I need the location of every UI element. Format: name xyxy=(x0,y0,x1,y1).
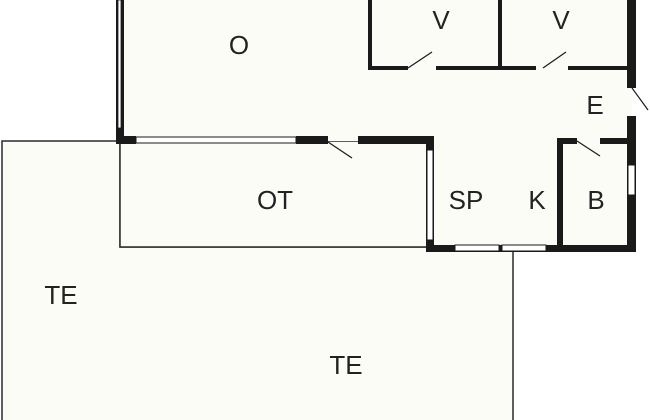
door-bathroom-icon xyxy=(576,140,601,157)
doors xyxy=(327,51,649,159)
wall-right-upper xyxy=(627,0,636,88)
wall-bathroom-top-left xyxy=(557,138,577,144)
door-bedroom-left-icon xyxy=(407,51,433,69)
room-label-covered-terrace: OT xyxy=(257,185,293,215)
wall-living-bottom-left xyxy=(116,136,136,144)
wall-living-bottom-east xyxy=(358,136,434,144)
wall-bathroom-left xyxy=(557,140,563,252)
wall-living-bottom-right xyxy=(296,136,328,144)
room-label-bathroom: B xyxy=(587,185,604,215)
room-label-dining: SP xyxy=(449,185,484,215)
window-dining-bottom-right xyxy=(501,244,547,252)
room-label-living: O xyxy=(229,30,249,60)
house-floor xyxy=(120,0,632,248)
wall-bedroom-divider xyxy=(498,0,502,70)
room-label-entrance: E xyxy=(586,90,603,120)
wall-bedroom-left xyxy=(368,0,372,70)
windows xyxy=(117,0,636,252)
door-terrace-icon xyxy=(327,141,353,159)
covered-terrace-area xyxy=(119,140,431,248)
window-bathroom-right xyxy=(627,164,636,196)
window-dining-bottom-left xyxy=(454,244,500,252)
wall-bedroom-bottom-mid xyxy=(436,66,536,70)
room-label-kitchen: K xyxy=(528,185,546,215)
window-dining-left xyxy=(426,149,434,241)
room-label-bedroom-left: V xyxy=(432,5,450,35)
wall-bathroom-top-right xyxy=(600,138,632,144)
window-living-terrace xyxy=(135,136,297,144)
wall-bedroom-bottom-right xyxy=(568,66,632,70)
room-label-terrace-left: TE xyxy=(44,280,77,310)
room-label-terrace-center: TE xyxy=(329,350,362,380)
wall-bedroom-bottom-left xyxy=(368,66,408,70)
door-entrance-icon xyxy=(631,87,649,111)
door-bedroom-right-icon xyxy=(542,51,567,69)
window-living-left xyxy=(117,0,122,129)
room-label-bedroom-right: V xyxy=(552,5,570,35)
